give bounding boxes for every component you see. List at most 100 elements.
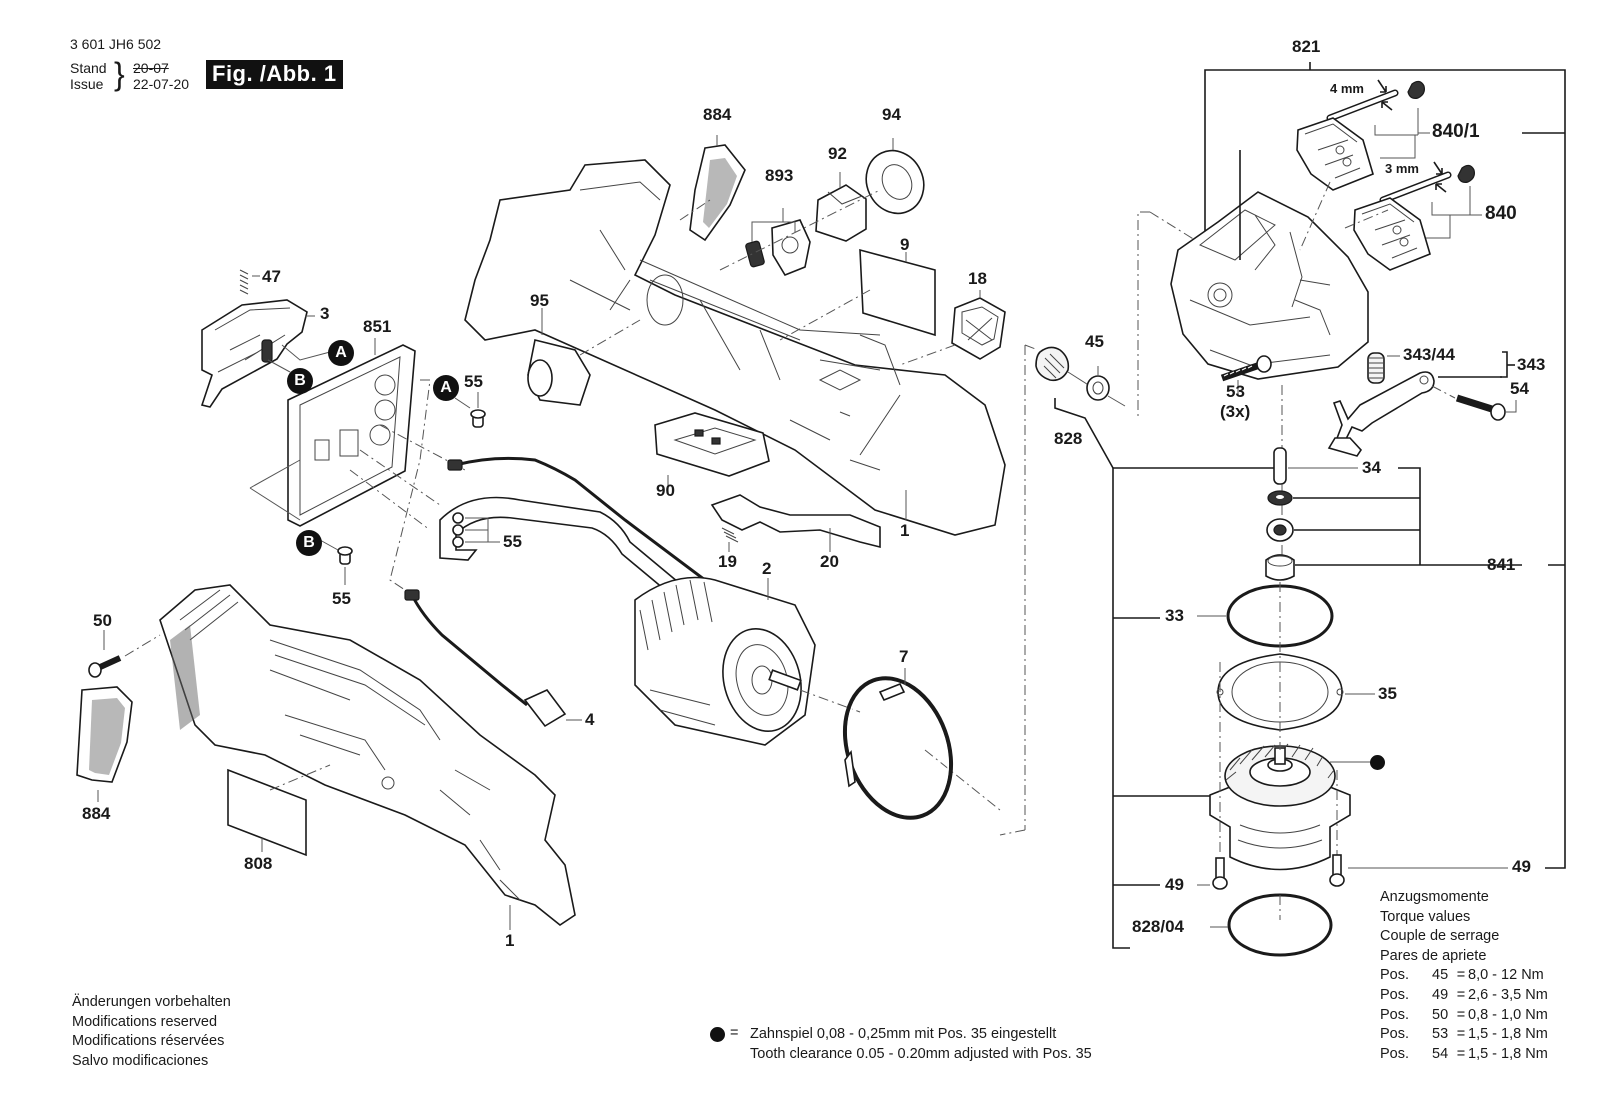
equals-sign: =: [1456, 986, 1466, 1003]
screw-55-b: [337, 546, 353, 585]
callout-55-b: 55: [503, 532, 522, 551]
figure-label: Fig. /Abb. 1: [206, 60, 343, 89]
callout-55-a: 55: [464, 372, 483, 391]
battery-interface-90: [654, 412, 770, 487]
callout-1-top: 1: [900, 521, 910, 540]
clamp-band-7: [842, 668, 954, 820]
marker-a-screw: A: [433, 375, 459, 401]
callout-92: 92: [828, 144, 847, 163]
switch-18: [951, 290, 1006, 360]
brace-glyph: }: [114, 56, 125, 92]
paddle-840-1: [1296, 117, 1374, 191]
torque-pos: Pos.: [1380, 1006, 1410, 1023]
callout-50: 50: [93, 611, 112, 630]
label-plate-9: [859, 248, 936, 337]
callout-840: 840: [1485, 203, 1517, 224]
equals-sign: =: [1456, 1026, 1466, 1043]
handle-housing-bottom: [159, 584, 576, 930]
callout-840-1: 840/1: [1432, 121, 1480, 142]
paddle-840: [1353, 197, 1431, 271]
screw-50: [88, 630, 122, 678]
torque-row: Pos. 54 = 1,5 - 1,8 Nm: [1380, 1045, 1548, 1065]
motor-housing-top: [464, 159, 1006, 536]
torque-part: 50: [1432, 1006, 1449, 1023]
old-issue-date: 20-07: [133, 60, 169, 76]
torque-value: 8,0 - 12 Nm: [1468, 967, 1544, 984]
callout-821: 821: [1292, 37, 1321, 56]
marker-a-bracket: A: [328, 340, 354, 366]
torque-part: 53: [1432, 1026, 1449, 1043]
torque-value: 0,8 - 1,0 Nm: [1468, 1006, 1548, 1023]
torque-pos: Pos.: [1380, 1026, 1410, 1043]
screw-55-a: [470, 392, 486, 428]
dimension-4mm: 4 mm: [1330, 81, 1364, 96]
vent-grill-884-top: [689, 135, 746, 242]
modifications-de: Änderungen vorbehalten: [72, 994, 231, 1010]
torque-pos: Pos.: [1380, 967, 1410, 984]
pinion-828: [1035, 346, 1091, 387]
issue-label: Issue: [70, 76, 104, 92]
callout-54: 54: [1510, 379, 1529, 398]
callout-828-04: 828/04: [1132, 917, 1184, 936]
callout-851: 851: [363, 317, 392, 336]
pin-840-1: [1326, 79, 1425, 122]
torque-row: Pos. 45 = 8,0 - 12 Nm: [1380, 966, 1548, 986]
callout-18: 18: [968, 269, 987, 288]
legend-dot-icon: [710, 1027, 725, 1042]
screw-53: [1220, 355, 1272, 396]
torque-part: 45: [1432, 967, 1449, 984]
lever-20: [710, 494, 881, 552]
callout-7: 7: [899, 647, 909, 666]
callout-4: 4: [585, 710, 595, 729]
modifications-es: Salvo modificaciones: [72, 1052, 209, 1069]
marker-b-screw: B: [296, 530, 322, 556]
torque-pos: Pos.: [1380, 1045, 1410, 1062]
shim-35: [1216, 653, 1375, 731]
torque-value: 1,5 - 1,8 Nm: [1468, 1045, 1548, 1062]
bracket-840-1: [1374, 108, 1430, 159]
callout-33: 33: [1165, 606, 1184, 625]
torque-value: 2,6 - 3,5 Nm: [1468, 986, 1548, 1003]
callout-47: 47: [262, 267, 281, 286]
callout-2: 2: [762, 559, 772, 578]
cable-4: [404, 589, 582, 728]
gear-housing: [1170, 191, 1369, 380]
issue-date: 22-07-20: [133, 76, 190, 92]
modifications-fr: Modifications réservées: [72, 1033, 225, 1049]
cap-92: [815, 172, 867, 242]
part-number: 3 601 JH6 502: [70, 36, 162, 52]
callout-35: 35: [1378, 684, 1397, 703]
callout-884-bottom: 884: [82, 804, 111, 823]
equals-sign: =: [1456, 1045, 1466, 1062]
pin-34: [1273, 447, 1421, 565]
spring-343-44: [1367, 352, 1400, 384]
torque-part: 49: [1432, 986, 1449, 1003]
nut-45: [1086, 366, 1126, 407]
torque-title-es: Pares de apriete: [1380, 947, 1487, 964]
stand-label: Stand: [70, 60, 107, 76]
washer: [1267, 490, 1420, 506]
callout-94: 94: [882, 105, 901, 124]
equals-sign: =: [1456, 1006, 1466, 1023]
bracket-821: [1204, 62, 1566, 869]
torque-part: 54: [1432, 1045, 1449, 1062]
callout-3: 3: [320, 304, 330, 323]
marker-b-bracket: B: [287, 368, 313, 394]
callout-19: 19: [718, 552, 737, 571]
label-plate-808: [227, 768, 307, 857]
callout-343: 343: [1517, 355, 1546, 374]
callout-90: 90: [656, 481, 675, 500]
callout-45: 45: [1085, 332, 1104, 351]
torque-pos: Pos.: [1380, 986, 1410, 1003]
torque-title-de: Anzugsmomente: [1380, 889, 1489, 905]
electronics-module-851: [287, 338, 416, 527]
torque-values-table: Anzugsmomente Torque values Couple de se…: [1380, 888, 1548, 1064]
callout-53-quantity: (3x): [1220, 402, 1251, 421]
dimension-3mm: 3 mm: [1385, 161, 1419, 176]
torque-value: 1,5 - 1,8 Nm: [1468, 1026, 1548, 1043]
lever-343: [1327, 371, 1435, 457]
callout-893: 893: [765, 166, 794, 185]
backlash-marker-dot: [1370, 755, 1385, 770]
bevel-gear-assembly: [1209, 743, 1370, 871]
